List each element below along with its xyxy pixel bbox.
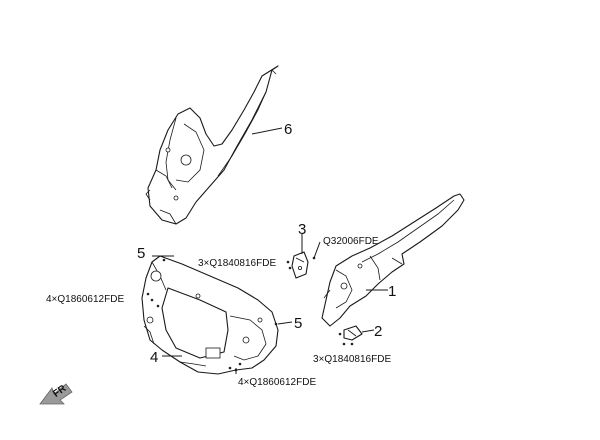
callout-2: 2	[374, 323, 382, 340]
part-1-upper-member	[321, 193, 465, 327]
part-2-bracket	[343, 325, 363, 341]
label-3x-q1840816fde-lower: 3×Q1840816FDE	[313, 354, 391, 365]
part-6-side-member	[145, 65, 279, 225]
label-3x-q1840816fde-upper: 3×Q1840816FDE	[198, 258, 276, 269]
label-q32006fde: Q32006FDE	[323, 236, 379, 247]
front-direction-arrow-icon: FR	[39, 383, 73, 405]
callout-3: 3	[298, 221, 306, 238]
part-4-radiator-frame	[141, 255, 279, 375]
label-4x-q1860612fde-bottom: 4×Q1860612FDE	[238, 377, 316, 388]
label-4x-q1860612fde-left: 4×Q1860612FDE	[46, 294, 124, 305]
callout-1: 1	[388, 283, 396, 300]
callout-6: 6	[284, 121, 292, 138]
callout-4: 4	[150, 349, 158, 366]
leader-lines	[152, 127, 388, 374]
callout-5-top: 5	[137, 245, 145, 262]
fastener-dots	[146, 256, 354, 372]
callout-5-right: 5	[294, 315, 302, 332]
part-3-bracket	[291, 251, 309, 279]
